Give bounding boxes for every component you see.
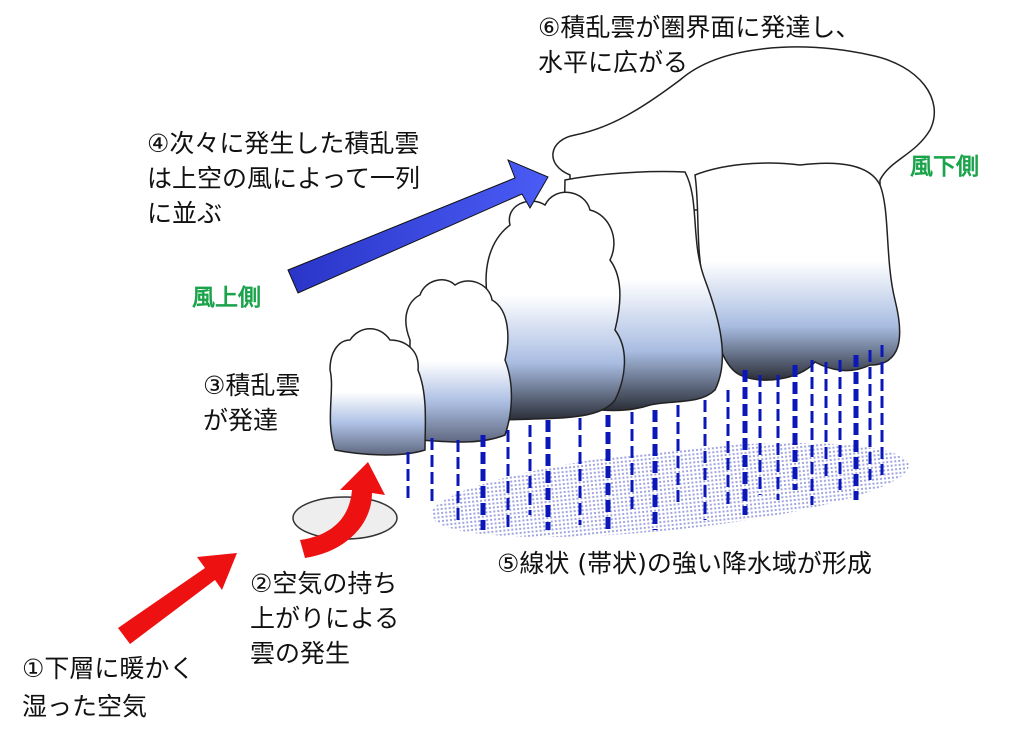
label-step4: ④次々に発生した積乱雲は上空の風によって一列に並ぶ bbox=[147, 129, 421, 228]
label-step2: ②空気の持ち上がりによる雲の発生 bbox=[250, 569, 400, 668]
cloud-mature-2 bbox=[694, 162, 901, 381]
precipitation-area bbox=[431, 442, 909, 538]
label-step3: ③積乱雲が発達 bbox=[203, 371, 301, 435]
updraft-arrow bbox=[300, 462, 385, 558]
rain-lines bbox=[406, 345, 884, 530]
warm-moist-air-arrow bbox=[118, 553, 237, 644]
label-upwind: 風上側 bbox=[192, 285, 261, 311]
label-step5: ⑤線状 (帯状)の強い降水域が形成 bbox=[497, 549, 872, 578]
upper-wind-arrow bbox=[287, 159, 549, 294]
cloud-developing-2 bbox=[405, 279, 513, 443]
label-step1: ①下層に暖かく湿った空気 bbox=[22, 654, 195, 721]
label-downwind: 風下側 bbox=[910, 154, 979, 180]
label-step6: ⑥積乱雲が圏界面に発達し、水平に広がる bbox=[538, 13, 861, 77]
cloud-developing-1 bbox=[329, 328, 427, 456]
